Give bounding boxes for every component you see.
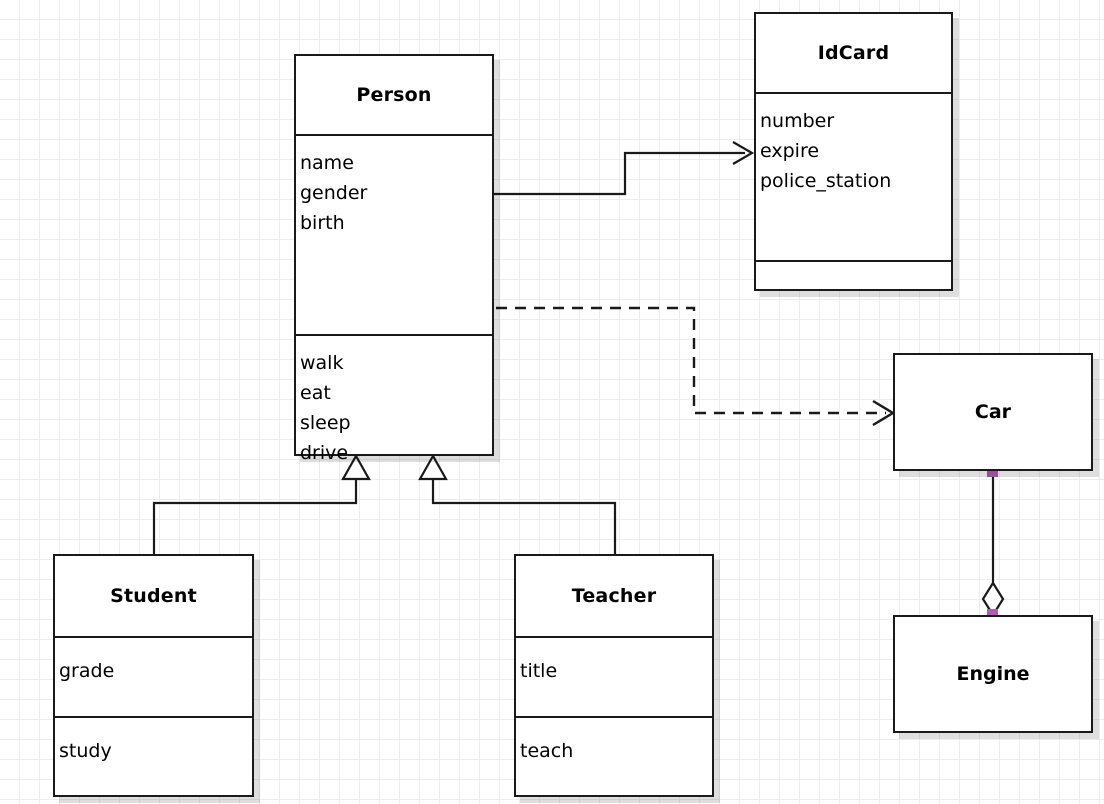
methods-compartment-idcard — [756, 260, 951, 289]
edge-teacher-person[interactable] — [418, 453, 617, 554]
methods-compartment-student: study — [55, 716, 252, 795]
edge-car-engine[interactable] — [981, 471, 1005, 618]
class-box-person[interactable]: Person name gender birth walk eat sleep … — [294, 54, 494, 464]
methods-compartment-person: walk eat sleep drive — [296, 334, 492, 464]
class-box-engine[interactable]: Engine — [893, 615, 1093, 733]
attribute-item: name — [300, 152, 354, 174]
class-box-car[interactable]: Car — [893, 353, 1093, 471]
class-name-idcard: IdCard — [817, 42, 890, 64]
open-arrowhead-icon — [872, 399, 896, 427]
attribute-item: title — [520, 660, 558, 682]
methods-compartment-teacher: teach — [516, 716, 712, 795]
method-item: sleep — [300, 412, 351, 434]
method-item: eat — [300, 382, 331, 404]
attributes-compartment-person: name gender birth — [296, 134, 492, 334]
edge-person-idcard[interactable] — [494, 141, 755, 196]
attribute-item: number — [760, 110, 835, 132]
method-item: teach — [520, 740, 574, 762]
attribute-item: expire — [760, 140, 820, 162]
class-name-person: Person — [356, 84, 432, 106]
edge-handle-engine-end[interactable] — [987, 609, 998, 620]
method-item: walk — [300, 352, 344, 374]
edge-handle-car-end[interactable] — [987, 466, 998, 477]
method-item: study — [59, 740, 112, 762]
class-name-engine: Engine — [956, 663, 1030, 685]
open-arrowhead-icon — [732, 141, 755, 165]
attributes-compartment-teacher: title — [516, 636, 712, 716]
class-box-teacher[interactable]: Teacher title teach — [514, 554, 714, 797]
edge-person-car[interactable] — [496, 306, 896, 427]
attribute-item: gender — [300, 182, 368, 204]
class-name-student: Student — [110, 585, 197, 607]
attributes-compartment-student: grade — [55, 636, 252, 716]
edge-student-person[interactable] — [152, 453, 371, 554]
class-box-idcard[interactable]: IdCard number expire police_station — [754, 12, 953, 291]
class-name-car: Car — [974, 401, 1012, 423]
attribute-item: grade — [59, 660, 115, 682]
attributes-compartment-idcard: number expire police_station — [756, 92, 951, 260]
class-name-teacher: Teacher — [571, 585, 657, 607]
method-item: drive — [300, 442, 349, 464]
attribute-item: police_station — [760, 170, 892, 192]
attribute-item: birth — [300, 212, 345, 234]
class-box-student[interactable]: Student grade study — [53, 554, 254, 797]
